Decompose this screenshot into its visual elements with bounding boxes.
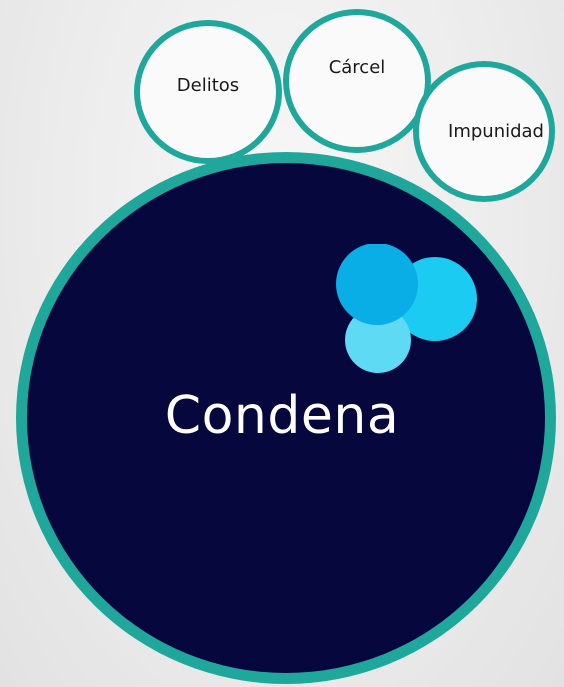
- delitos-label: Delitos: [176, 74, 240, 96]
- condena-label: Condena: [164, 386, 400, 446]
- impunidad-circle: Impunidad: [413, 61, 555, 202]
- logo-bubble-top: [336, 244, 418, 325]
- bubbles-logo-icon: [336, 244, 477, 373]
- carcel-circle: Cárcel: [283, 9, 431, 153]
- logo-bubble-light: [345, 307, 411, 373]
- condena-circle: [16, 152, 556, 684]
- delitos-circle: Delitos: [134, 20, 282, 164]
- carcel-label: Cárcel: [328, 56, 386, 78]
- impunidad-label: Impunidad: [448, 121, 544, 142]
